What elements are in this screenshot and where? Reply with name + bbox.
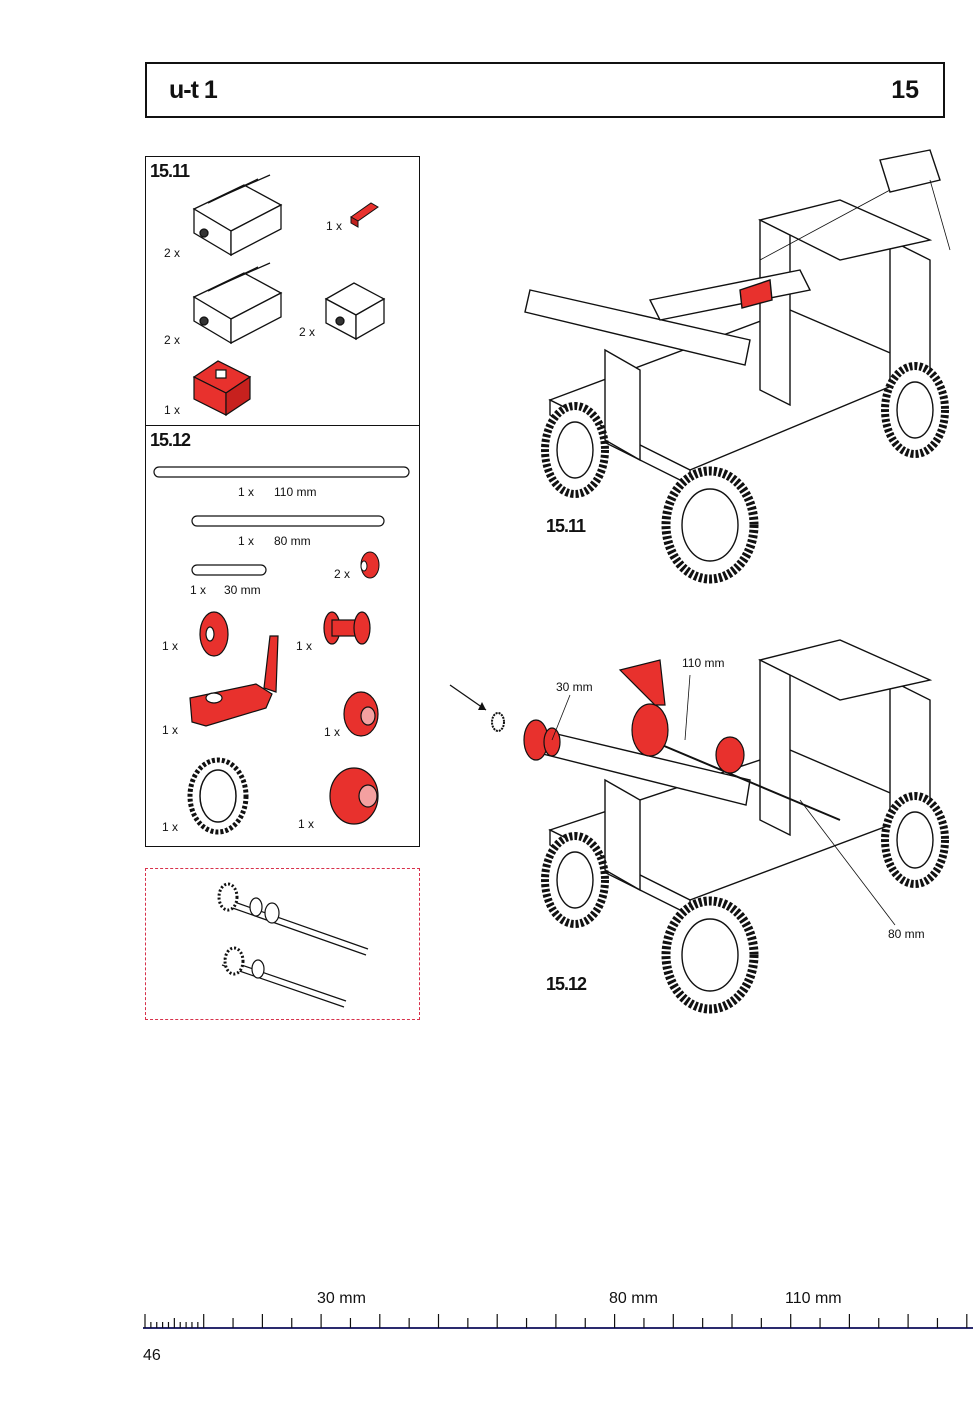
red-spool-icon [323, 611, 371, 645]
parts-panel-15-11: 15.11 [145, 156, 420, 426]
quantity-label: 1 x [296, 639, 313, 653]
wheel-icon [881, 362, 949, 458]
wheel-icon [881, 792, 949, 888]
parts-15-11-drawings [192, 174, 386, 417]
axle-icon [153, 466, 410, 576]
page-number: 46 [143, 1347, 161, 1364]
model-illustration-15-11 [524, 149, 951, 584]
ruler-scale [143, 1314, 973, 1329]
quantity-label: 2 x [164, 246, 181, 260]
chapter-number: 15 [891, 76, 919, 104]
red-gear-small-icon [360, 551, 380, 579]
quantity-label: 1 x [162, 639, 179, 653]
axle-length-label: 80 mm [274, 534, 311, 548]
quantity-label: 1 x [164, 403, 181, 417]
callout-label: 80 mm [888, 927, 925, 941]
quantity-label: 1 x [162, 820, 179, 834]
gear-axle-detail-drawing [217, 882, 369, 1008]
red-connector-icon [350, 202, 379, 228]
wheel-icon [541, 832, 609, 928]
red-angle-block-icon [192, 360, 252, 417]
quantity-label: 1 x [298, 817, 315, 831]
quantity-label: 1 x [190, 583, 207, 597]
black-gear-ring-icon [187, 757, 249, 835]
model-illustration-15-12 [449, 639, 949, 1014]
wheel-icon [661, 466, 759, 584]
quantity-label: 1 x [162, 723, 179, 737]
building-block-icon [192, 262, 283, 345]
callout-label: 30 mm [556, 680, 593, 694]
axle-length-label: 110 mm [274, 485, 317, 499]
ruler-label: 110 mm [785, 1290, 842, 1307]
red-hub-icon [329, 767, 379, 825]
quantity-label: 1 x [324, 725, 341, 739]
red-crank-icon [189, 635, 279, 727]
parts-15-12-drawings [153, 466, 410, 835]
quantity-label: 1 x [238, 534, 255, 548]
step-label: 15.11 [546, 516, 586, 536]
building-block-small-icon [324, 282, 386, 341]
ruler-label: 30 mm [317, 1290, 366, 1307]
parts-panel-15-12: 15.12 [145, 425, 420, 847]
parts-panel-label: 15.11 [150, 161, 190, 181]
axle-length-label: 30 mm [224, 583, 261, 597]
quantity-label: 1 x [238, 485, 255, 499]
red-pulley-icon [199, 611, 229, 657]
quantity-label: 2 x [164, 333, 181, 347]
quantity-label: 1 x [326, 219, 343, 233]
measurement-ruler: 30 mm 80 mm 110 mm [143, 1290, 973, 1335]
detail-box [145, 868, 420, 1020]
step-label: 15.12 [546, 974, 587, 994]
building-block-icon [192, 174, 283, 257]
callout-label: 110 mm [682, 656, 725, 670]
wheel-icon [661, 896, 759, 1014]
parts-panel-label: 15.12 [150, 430, 191, 450]
quantity-label: 2 x [334, 567, 351, 581]
ruler-label: 80 mm [609, 1290, 658, 1307]
page-header: u-t 1 15 [145, 62, 945, 118]
wheel-icon [541, 402, 609, 498]
page-title: u-t 1 [169, 76, 218, 104]
red-gear-icon [343, 691, 379, 737]
quantity-label: 2 x [299, 325, 316, 339]
